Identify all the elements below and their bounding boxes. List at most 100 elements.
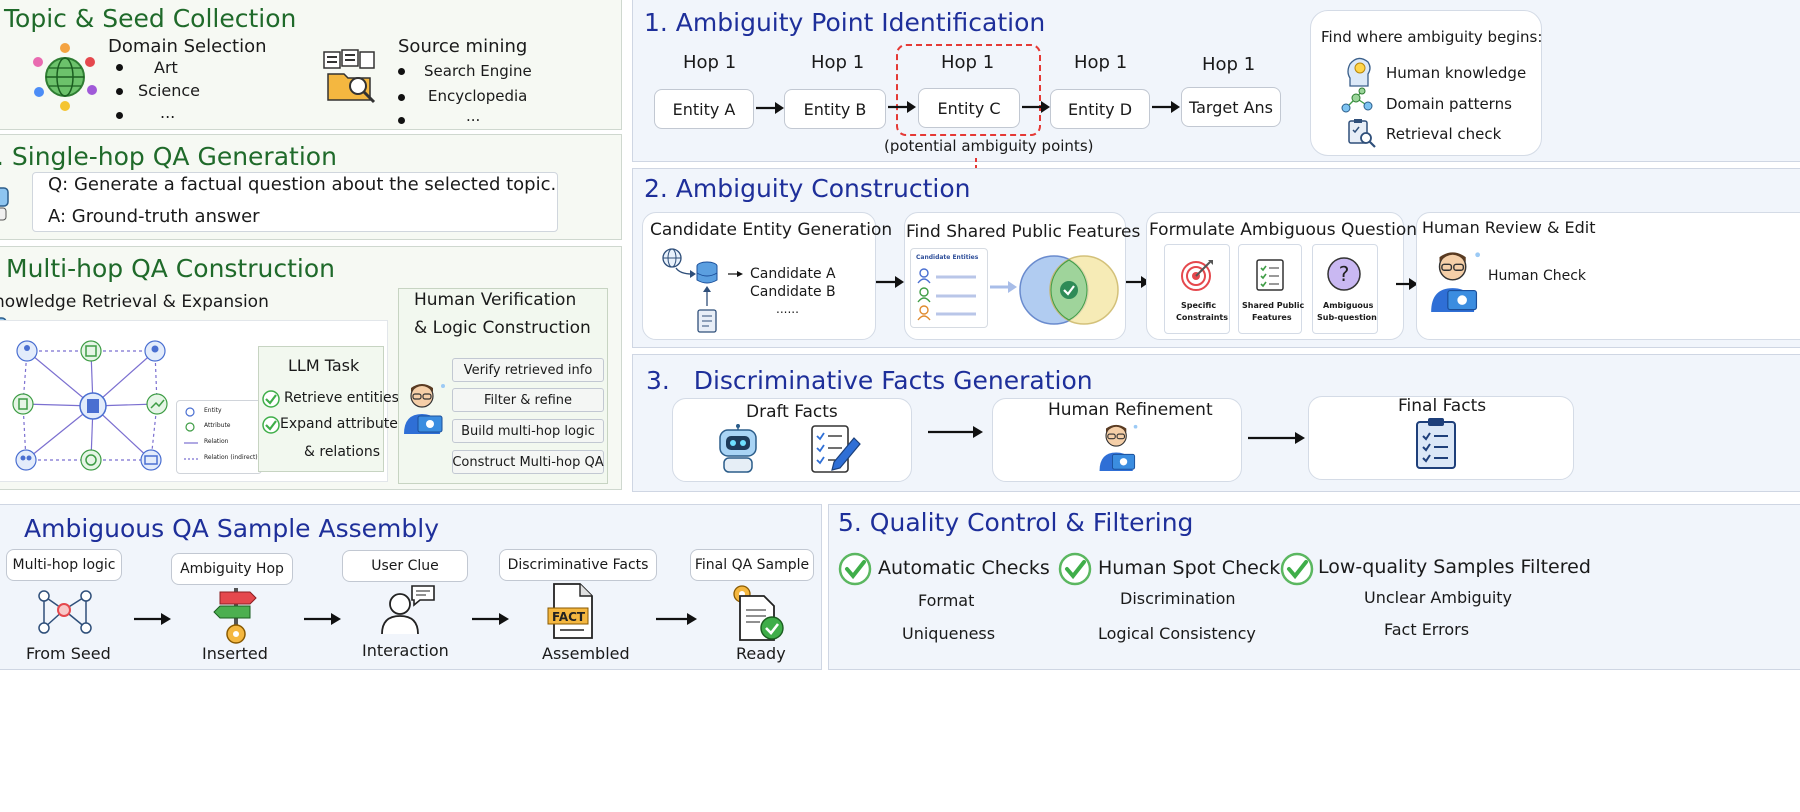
human-laptop-icon	[1431, 252, 1481, 312]
final-facts-label: Final Facts	[1398, 396, 1487, 416]
form-card-label: Sub-question	[1317, 313, 1377, 322]
candidate-item: Candidate A	[750, 266, 836, 282]
title-quality-control: 5. Quality Control & Filtering	[838, 508, 1194, 537]
source-item: Search Engine	[424, 62, 532, 80]
check-circle-icon	[1280, 552, 1314, 586]
panel-quality-control	[828, 504, 1800, 670]
verify-heading-1: Human Verification	[414, 290, 577, 310]
knowledge-graph	[12, 340, 168, 471]
hop-label: Hop 1	[941, 52, 995, 73]
candidate-title: Candidate Entity Generation	[650, 220, 893, 240]
llm-item: Expand attributes	[280, 416, 406, 432]
qa-box	[32, 172, 558, 232]
qc-item: Logical Consistency	[1098, 624, 1256, 643]
arrow-right-icon	[134, 613, 171, 625]
hop-label: Hop 1	[1202, 54, 1256, 75]
llm-task-box	[258, 346, 384, 472]
bullet	[116, 88, 123, 95]
fact-document-icon	[547, 583, 593, 639]
user-list-icon	[917, 268, 976, 321]
checklist-icon	[1256, 259, 1284, 291]
bullet	[398, 68, 405, 75]
bullet	[116, 112, 123, 119]
source-item: Encyclopedia	[428, 87, 528, 105]
domain-item: ...	[160, 103, 176, 122]
formulate-title: Formulate Ambiguous Question	[1149, 220, 1418, 240]
hop-label: Hop 1	[1074, 52, 1128, 73]
hop-graph-icon	[38, 590, 92, 634]
hop-label: Hop 1	[683, 52, 737, 73]
signpost-gear-icon	[213, 588, 257, 644]
llm-item: Retrieve entities	[284, 390, 399, 406]
bullet	[116, 64, 123, 71]
title-discriminative-facts: 3. Discriminative Facts Generation	[646, 366, 1093, 395]
assembly-caption: Inserted	[202, 644, 268, 663]
verify-step: Filter & refine	[452, 388, 604, 412]
verify-step: Verify retrieved info	[452, 358, 604, 382]
arrow-right-icon	[304, 613, 341, 625]
title-multi-hop: Multi-hop QA Construction	[6, 254, 335, 283]
form-card-label: Features	[1252, 313, 1292, 322]
graph-legend	[176, 400, 262, 474]
human-refinement-label: Human Refinement	[1048, 400, 1213, 420]
assembly-caption: Ready	[736, 644, 786, 663]
network-nodes-icon	[1341, 87, 1373, 113]
user-speech-icon	[381, 585, 435, 635]
arrow-right-icon	[876, 276, 904, 288]
domain-heading: Domain Selection	[108, 36, 267, 57]
head-lightbulb-icon	[1347, 57, 1371, 87]
assembly-caption: Assembled	[542, 644, 630, 663]
human-review-card	[1416, 212, 1800, 340]
verify-step: Construct Multi-hop QA	[452, 450, 604, 474]
entity-node: Entity D	[1050, 89, 1150, 129]
answer-text: A: Ground-truth answer	[48, 206, 260, 227]
assembly-caption: From Seed	[26, 644, 111, 663]
check-circle-icon	[838, 552, 872, 586]
target-icon	[1181, 260, 1213, 291]
form-card-label: Ambiguous	[1323, 301, 1374, 310]
arrow-right-icon	[888, 101, 916, 113]
domain-item: Art	[154, 58, 178, 77]
qc-item: Discrimination	[1120, 589, 1236, 608]
panel-topic-seed	[0, 0, 622, 130]
arrow-right-icon	[756, 102, 784, 114]
candidate-item: Candidate B	[750, 284, 836, 300]
check-circle-icon	[262, 416, 280, 434]
assembly-step-label: Discriminative Facts	[499, 549, 657, 581]
legend-relation-indirect: Relation (indirect)	[204, 454, 258, 461]
arrow-right-icon	[728, 271, 743, 277]
arrow-right-icon	[1126, 276, 1150, 288]
bullet	[398, 117, 405, 124]
panel-ambiguity-point	[632, 0, 1800, 162]
fact-badge-text: FACT	[552, 610, 586, 624]
title-sample-assembly: Ambiguous QA Sample Assembly	[24, 514, 440, 543]
hop-label: Hop 1	[811, 52, 865, 73]
entity-node: Entity B	[784, 89, 886, 129]
candidate-generation-card	[642, 212, 876, 340]
ambiguity-highlight	[896, 44, 1041, 136]
bullet	[398, 94, 405, 101]
globe-network-icon	[33, 43, 97, 111]
entity-node: Entity C	[918, 88, 1020, 128]
svg-text:?: ?	[1339, 262, 1350, 286]
arrow-right-icon	[1152, 101, 1180, 113]
verify-heading-2: & Logic Construction	[414, 318, 591, 338]
document-search-icon	[323, 49, 376, 104]
llm-item: & relations	[304, 444, 381, 460]
candidate-entities-label: Candidate Entities	[916, 254, 979, 261]
assembly-step-label: User Clue	[342, 550, 468, 582]
title-ambiguity-point: 1. Ambiguity Point Identification	[644, 8, 1046, 37]
form-card-label: Specific	[1181, 301, 1217, 310]
qc-heading: Automatic Checks	[878, 557, 1050, 579]
find-item: Domain patterns	[1386, 95, 1512, 113]
title-ambiguity-construction: 2. Ambiguity Construction	[644, 174, 971, 203]
legend-entity: Entity	[204, 407, 222, 414]
question-bubble-icon: ?	[1327, 257, 1361, 291]
qc-item: Fact Errors	[1384, 620, 1470, 639]
form-card-label: Shared Public	[1242, 301, 1305, 310]
review-title: Human Review & Edit	[1422, 218, 1596, 237]
checklist-pen-icon	[811, 425, 861, 473]
candidate-item: ......	[776, 302, 799, 316]
shared-title: Find Shared Public Features	[906, 222, 1141, 242]
arrow-right-icon	[1022, 101, 1050, 113]
